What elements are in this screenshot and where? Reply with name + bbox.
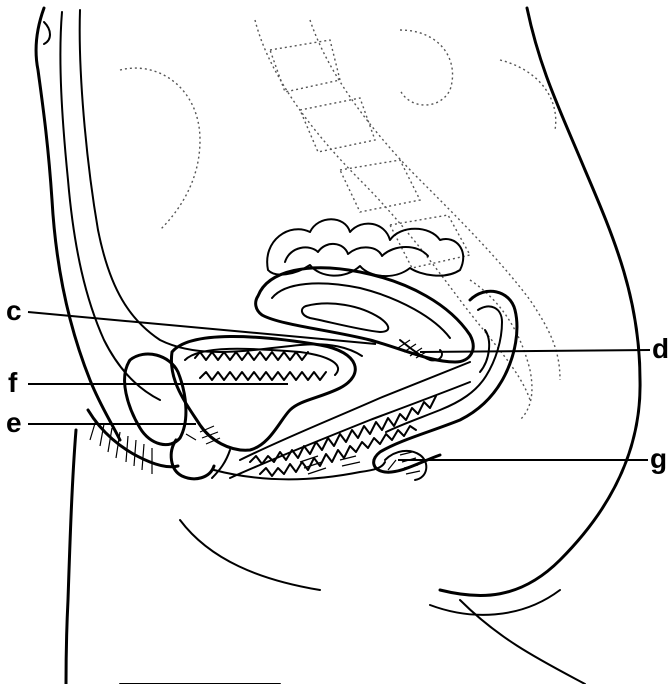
intestine-inner <box>285 244 428 262</box>
label-c: c <box>6 297 22 325</box>
thigh-front-line <box>66 430 76 684</box>
buttock-contour <box>460 600 585 684</box>
abdominal-wall-outer <box>36 8 120 440</box>
labia <box>171 440 214 479</box>
back-contour <box>440 8 640 596</box>
vertebra-3 <box>340 160 420 212</box>
rectum-outer <box>374 291 517 472</box>
pelvis-bone-dots-2 <box>400 30 453 105</box>
vertebra-1 <box>270 40 340 92</box>
vertebra-4 <box>390 215 470 268</box>
pelvis-bone-dots <box>120 68 200 230</box>
bladder-wall-folds <box>195 352 308 360</box>
pelvis-bone-dots-3 <box>500 60 556 130</box>
label-f: f <box>8 369 17 397</box>
label-e: e <box>6 409 22 437</box>
uterus-outer <box>256 268 473 362</box>
rectum-inner <box>386 306 502 432</box>
label-g: g <box>650 445 667 473</box>
pubic-bone <box>125 354 186 445</box>
sacrum-dots <box>470 280 532 420</box>
label-line-d <box>420 350 650 352</box>
navel <box>44 22 50 44</box>
thigh-line-mid <box>180 520 320 590</box>
label-d: d <box>652 335 669 363</box>
vertebra-2 <box>300 98 375 152</box>
bladder-wall-folds-2 <box>200 372 326 380</box>
